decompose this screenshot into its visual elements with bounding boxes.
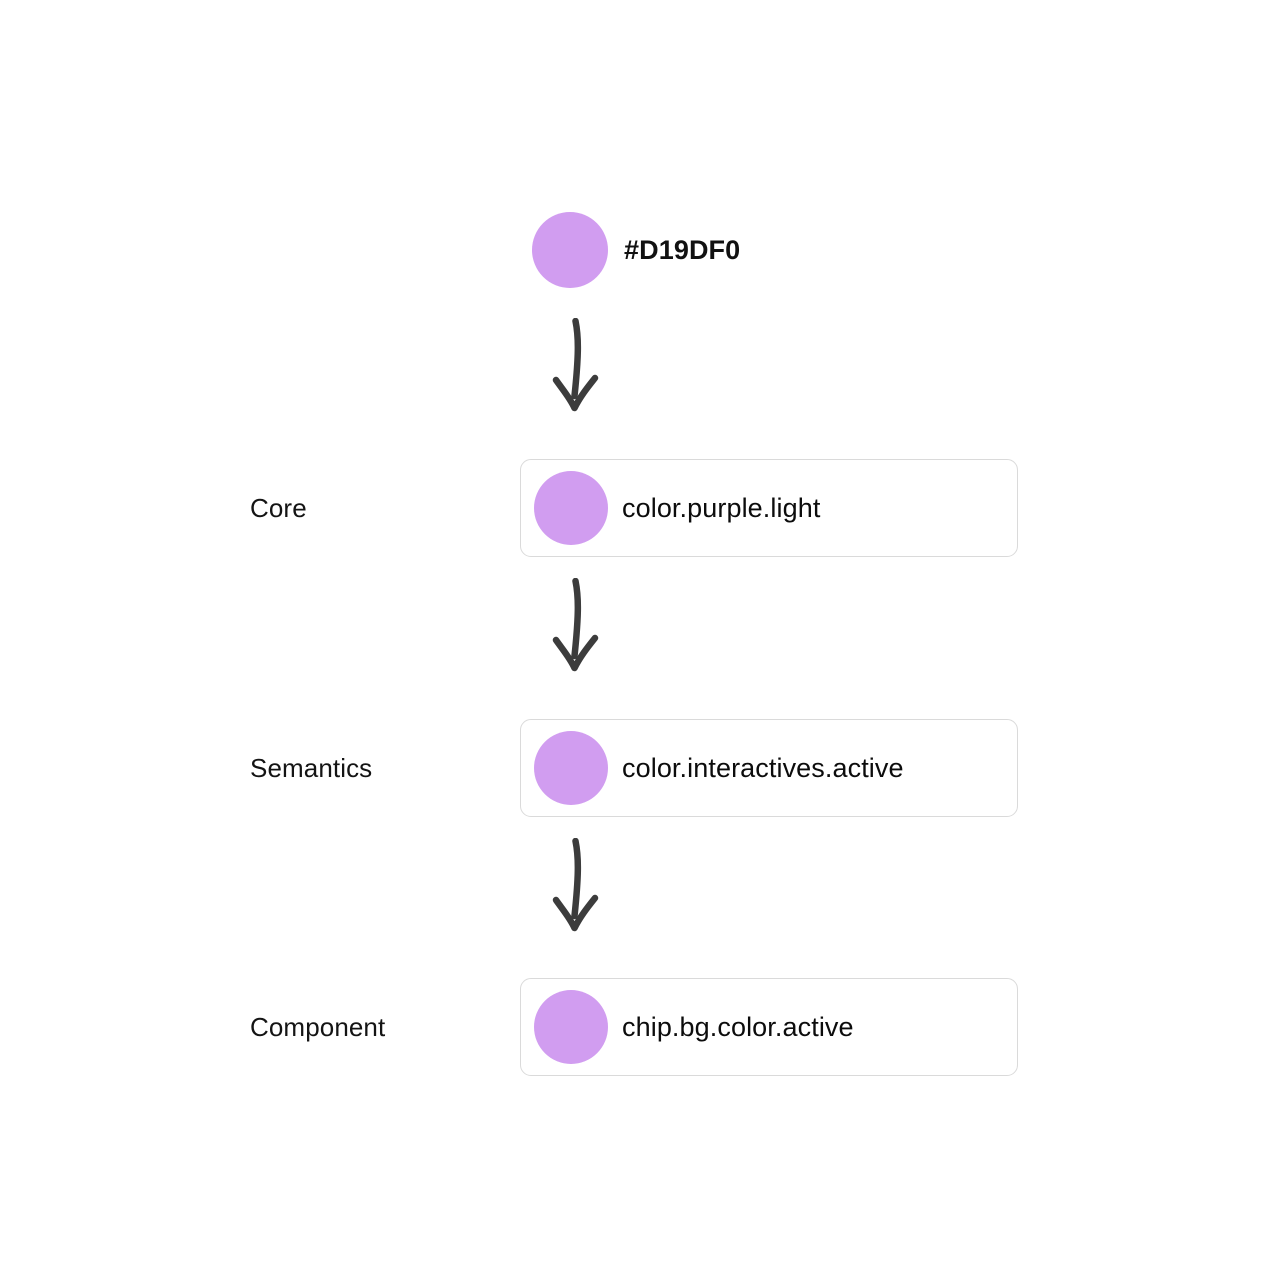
- tier-row-semantics: Semantics color.interactives.active: [250, 719, 1018, 817]
- arrow-core-to-semantics-icon: [552, 578, 599, 672]
- token-card-semantics[interactable]: color.interactives.active: [520, 719, 1018, 817]
- tier-row-core: Core color.purple.light: [250, 459, 1018, 557]
- token-card-component[interactable]: chip.bg.color.active: [520, 978, 1018, 1076]
- token-name-core: color.purple.light: [622, 492, 821, 523]
- token-color-swatch: [534, 471, 608, 545]
- token-color-swatch: [534, 731, 608, 805]
- token-color-swatch: [534, 990, 608, 1064]
- raw-value-row: #D19DF0: [532, 212, 740, 288]
- arrow-raw-to-core-icon: [552, 318, 599, 412]
- raw-color-swatch: [532, 212, 608, 288]
- tier-label-semantics: Semantics: [250, 753, 373, 783]
- token-name-semantics: color.interactives.active: [622, 752, 904, 783]
- token-card-core[interactable]: color.purple.light: [520, 459, 1018, 557]
- tier-row-component: Component chip.bg.color.active: [250, 978, 1018, 1076]
- raw-value-label: #D19DF0: [624, 234, 741, 265]
- tier-label-component: Component: [250, 1012, 386, 1042]
- arrow-semantics-to-component-icon: [552, 838, 599, 932]
- token-name-component: chip.bg.color.active: [622, 1011, 854, 1042]
- tier-label-core: Core: [250, 493, 307, 523]
